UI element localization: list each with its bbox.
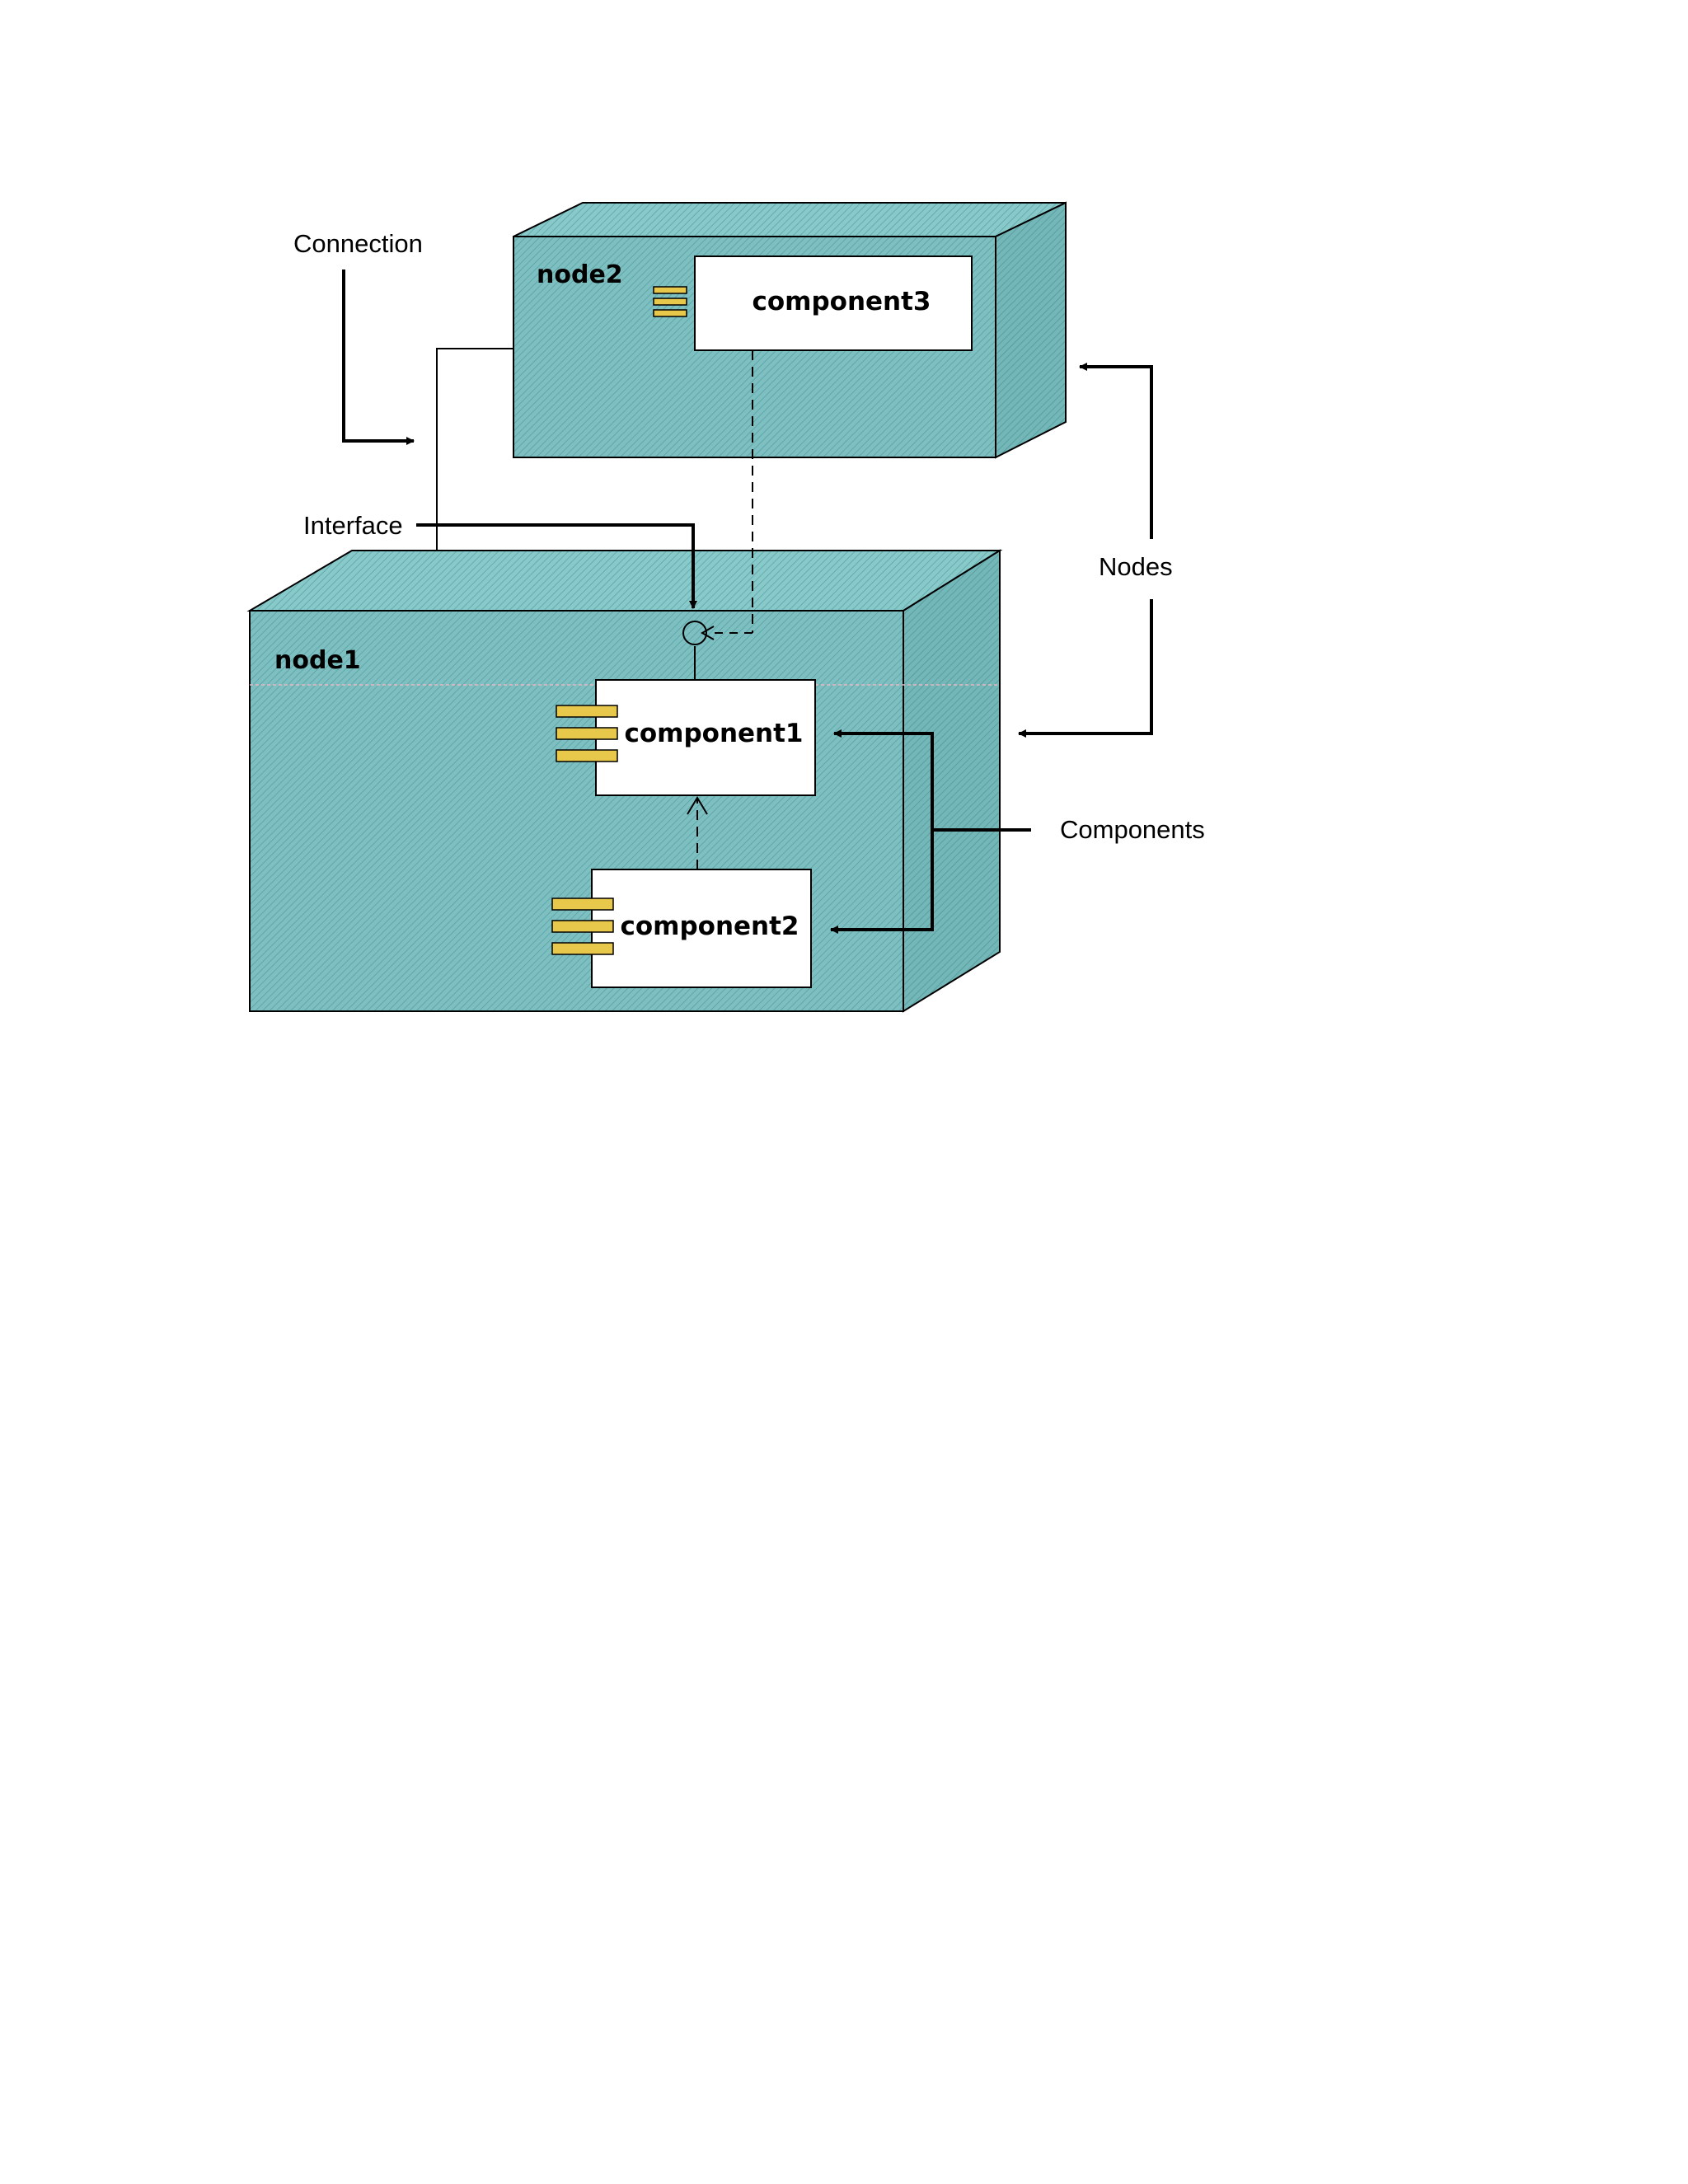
- component1-label: component1: [624, 719, 803, 748]
- dependency-arrowhead: [700, 626, 715, 640]
- component1-box: [595, 679, 816, 796]
- component3-tab-icon: [653, 309, 687, 317]
- connection-line: [436, 348, 518, 551]
- node1[interactable]: node1 component1 component2: [246, 350, 1003, 1013]
- node2-side-face: [995, 201, 1067, 459]
- component3-tab-icon: [653, 286, 687, 294]
- interface-pointer-arrow: [416, 523, 697, 609]
- interface-icon: [682, 621, 707, 645]
- node1-side-face: [903, 549, 1001, 1013]
- component2-label: component2: [620, 912, 799, 941]
- component3[interactable]: component3: [653, 255, 973, 351]
- connection-pointer-arrow: [342, 269, 415, 445]
- node2-top-face: [513, 202, 1067, 237]
- node1-top-face: [246, 550, 1003, 612]
- nodes-pointer-arrow-top: [1079, 363, 1153, 539]
- component3-box: [694, 255, 973, 351]
- component3-label: component3: [752, 287, 931, 316]
- interface-annotation: Interface: [303, 511, 403, 540]
- node2-label: node2: [537, 260, 623, 289]
- component1-tab-icon: [556, 749, 618, 762]
- components-pointer-arrow-bottom: [830, 830, 934, 934]
- component1-tab-icon: [556, 705, 618, 718]
- component1[interactable]: component1: [556, 679, 816, 796]
- node1-label: node1: [274, 646, 361, 675]
- nodes-pointer-arrow-bottom: [1018, 599, 1153, 738]
- component2-tab-icon: [551, 898, 614, 911]
- component2-tab-icon: [551, 942, 614, 955]
- component2-tab-icon: [551, 920, 614, 933]
- component2-box: [591, 869, 812, 988]
- node2[interactable]: node2 component3: [513, 201, 1067, 459]
- component2[interactable]: component2: [551, 869, 812, 988]
- component3-tab-icon: [653, 298, 687, 306]
- nodes-annotation: Nodes: [1099, 552, 1173, 581]
- connection-annotation: Connection: [293, 229, 423, 258]
- dependency-arrowhead: [687, 796, 708, 815]
- component1-tab-icon: [556, 727, 618, 740]
- components-annotation: Components: [1060, 815, 1205, 844]
